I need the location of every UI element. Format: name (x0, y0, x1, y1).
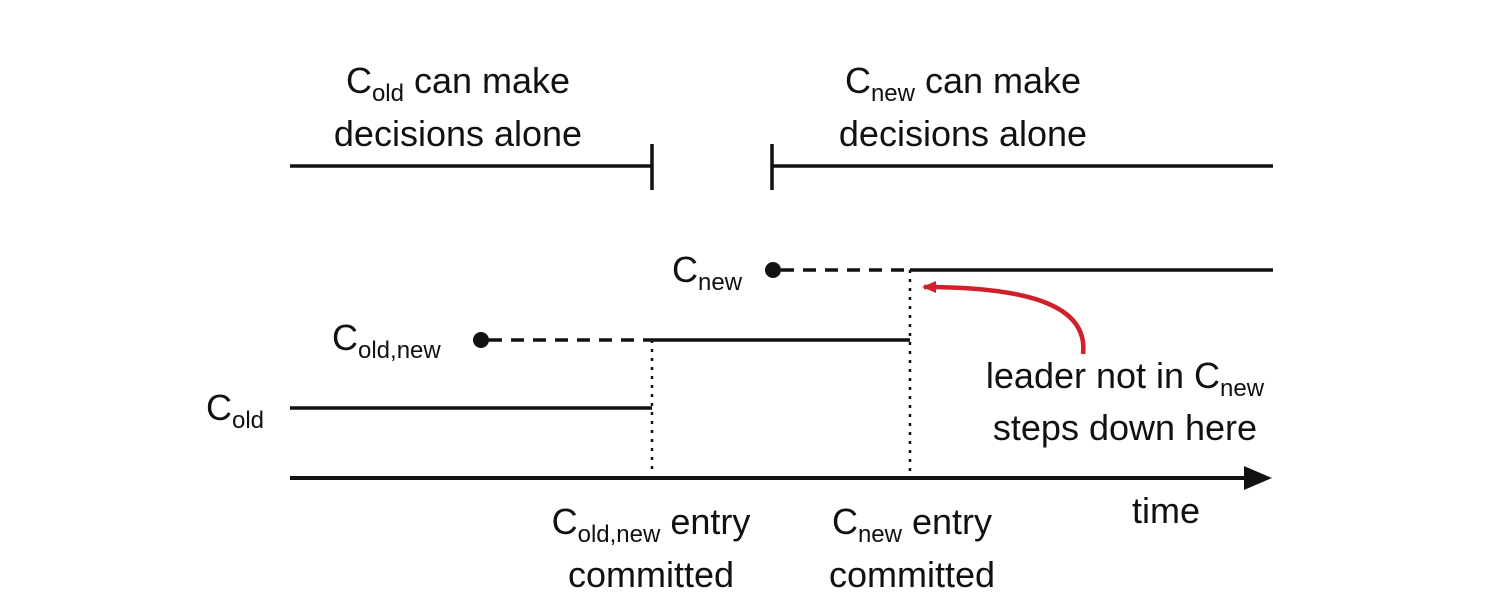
annotation-line1: leader not in Cnew (986, 355, 1265, 402)
cold-decision-label-line2: decisions alone (334, 113, 582, 154)
cnew-commit-label-line1: Cnew entry (832, 501, 992, 548)
time-axis-label: time (1132, 490, 1200, 531)
cnew-start-dot (765, 262, 781, 278)
cjoint-commit-label-line2: committed (568, 554, 734, 595)
config-cjoint-label: Cold,new (332, 317, 441, 364)
cnew-commit-label-line2: committed (829, 554, 995, 595)
time-axis-arrowhead (1244, 466, 1272, 490)
cjoint-start-dot (473, 332, 489, 348)
annotation-line2: steps down here (993, 407, 1257, 448)
config-cnew-label: Cnew (672, 249, 743, 296)
cnew-decision-label-line1: Cnew can make (845, 60, 1081, 107)
step-down-red-arrow (922, 281, 1086, 355)
config-cold-label: Cold (206, 387, 264, 434)
cold-decision-label-line1: Cold can make (346, 60, 570, 107)
cjoint-commit-label-line1: Cold,new entry (552, 501, 751, 548)
cnew-decision-label-line2: decisions alone (839, 113, 1087, 154)
